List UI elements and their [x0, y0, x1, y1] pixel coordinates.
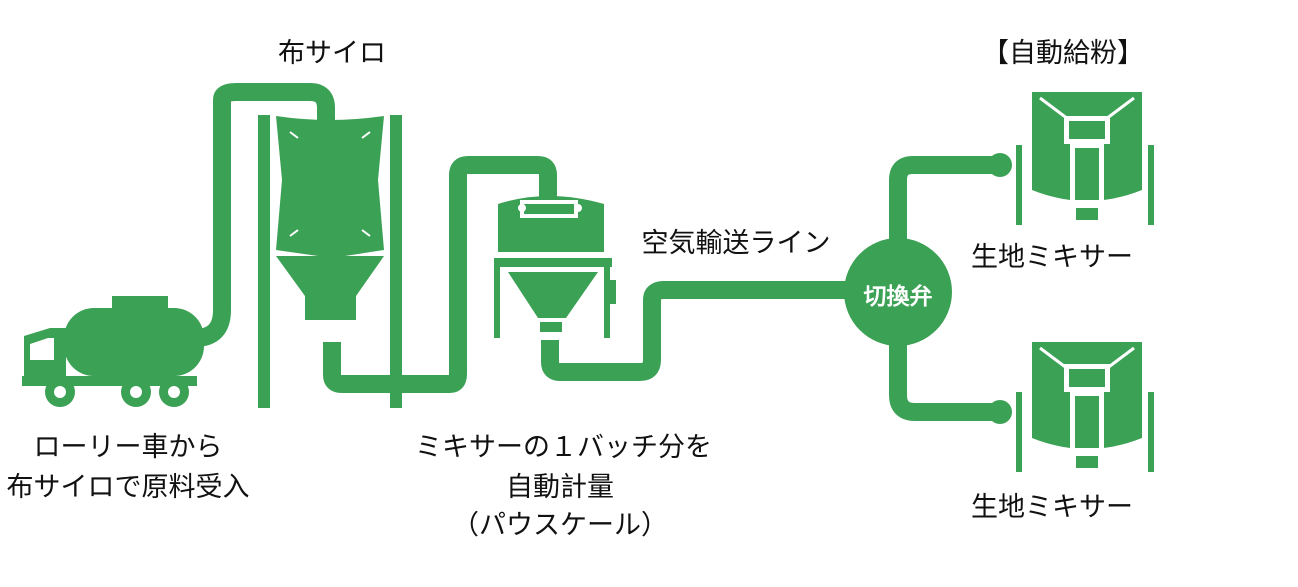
pipe-truck-to-silo [194, 83, 335, 347]
pipe-silo-to-scale [323, 156, 557, 393]
tank-truck-icon [22, 296, 204, 407]
scale-caption-line3: （パウスケール） [452, 510, 668, 541]
pipe-scale-to-valve [541, 281, 850, 381]
mixer-top-label: 生地ミキサー [971, 242, 1133, 273]
pipe-valve-to-mixer-top [889, 156, 998, 252]
silo-label: 布サイロ [278, 38, 386, 69]
switch-valve-circle [844, 238, 952, 346]
truck-caption-line2: 布サイロで原料受入 [6, 472, 250, 503]
dough-mixer-icon [988, 92, 1154, 225]
switch-valve-label: 切換弁 [863, 284, 933, 310]
pipe-valve-to-mixer-bottom [889, 332, 998, 421]
fabric-silo-icon [258, 115, 402, 408]
dough-mixer-icon [988, 342, 1154, 472]
scale-caption-line2: 自動計量 [506, 472, 614, 503]
conveying-line-label: 空気輸送ライン [641, 228, 831, 259]
weighing-hopper-icon [494, 196, 616, 338]
auto-feed-label: 【自動給粉】 [982, 38, 1144, 69]
truck-caption-line1: ローリー車から [33, 432, 223, 463]
mixer-bottom-label: 生地ミキサー [971, 492, 1133, 523]
scale-caption-line1: ミキサーの１バッチ分を [415, 432, 712, 463]
